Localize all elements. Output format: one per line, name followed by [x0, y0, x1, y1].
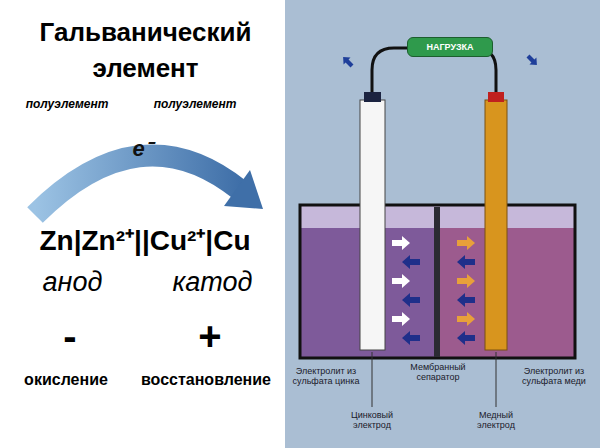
- process-label: восстановление: [126, 370, 286, 389]
- box-text: НАГРУЗКА: [426, 42, 473, 52]
- zinc-electrode: [360, 100, 385, 350]
- ion-arrows-white: [392, 236, 410, 326]
- leader-lines: [372, 352, 496, 407]
- part-label: Цинковый электрод: [342, 410, 402, 431]
- beaker: [300, 205, 575, 358]
- ion-arrows-blue: [402, 255, 475, 345]
- terminal: [488, 92, 504, 102]
- half-cell-label: полуэлемент: [140, 97, 250, 111]
- part-label: Мембранный сепаратор: [398, 362, 478, 383]
- part-label: Электролит из сульфата меди: [513, 366, 595, 387]
- anode-label: анод: [15, 266, 130, 298]
- half-cell-label: полуэлемент: [12, 97, 122, 111]
- ion-arrows-orange: [457, 236, 475, 326]
- cathode-label: катод: [150, 266, 275, 298]
- process-label: окисление: [4, 370, 128, 389]
- cell-notation: Zn|Zn²⁺||Cu²⁺|Cu: [4, 224, 286, 258]
- polarity-sign: +: [185, 312, 235, 360]
- panel-background: [285, 0, 600, 448]
- electron-arrowhead: [224, 170, 263, 209]
- membrane-separator: [434, 207, 440, 357]
- electron-arrow: [35, 155, 240, 215]
- title: Гальванический элемент: [8, 14, 283, 87]
- part-label: Электролит из сульфата цинка: [290, 366, 362, 387]
- electron-label: e⁻: [124, 136, 160, 162]
- copper-electrode: [485, 100, 507, 350]
- part-label: Медный электрод: [466, 410, 526, 431]
- load-box: НАГРУЗКА: [407, 37, 493, 57]
- terminal: [364, 92, 381, 102]
- polarity-sign: -: [45, 312, 95, 360]
